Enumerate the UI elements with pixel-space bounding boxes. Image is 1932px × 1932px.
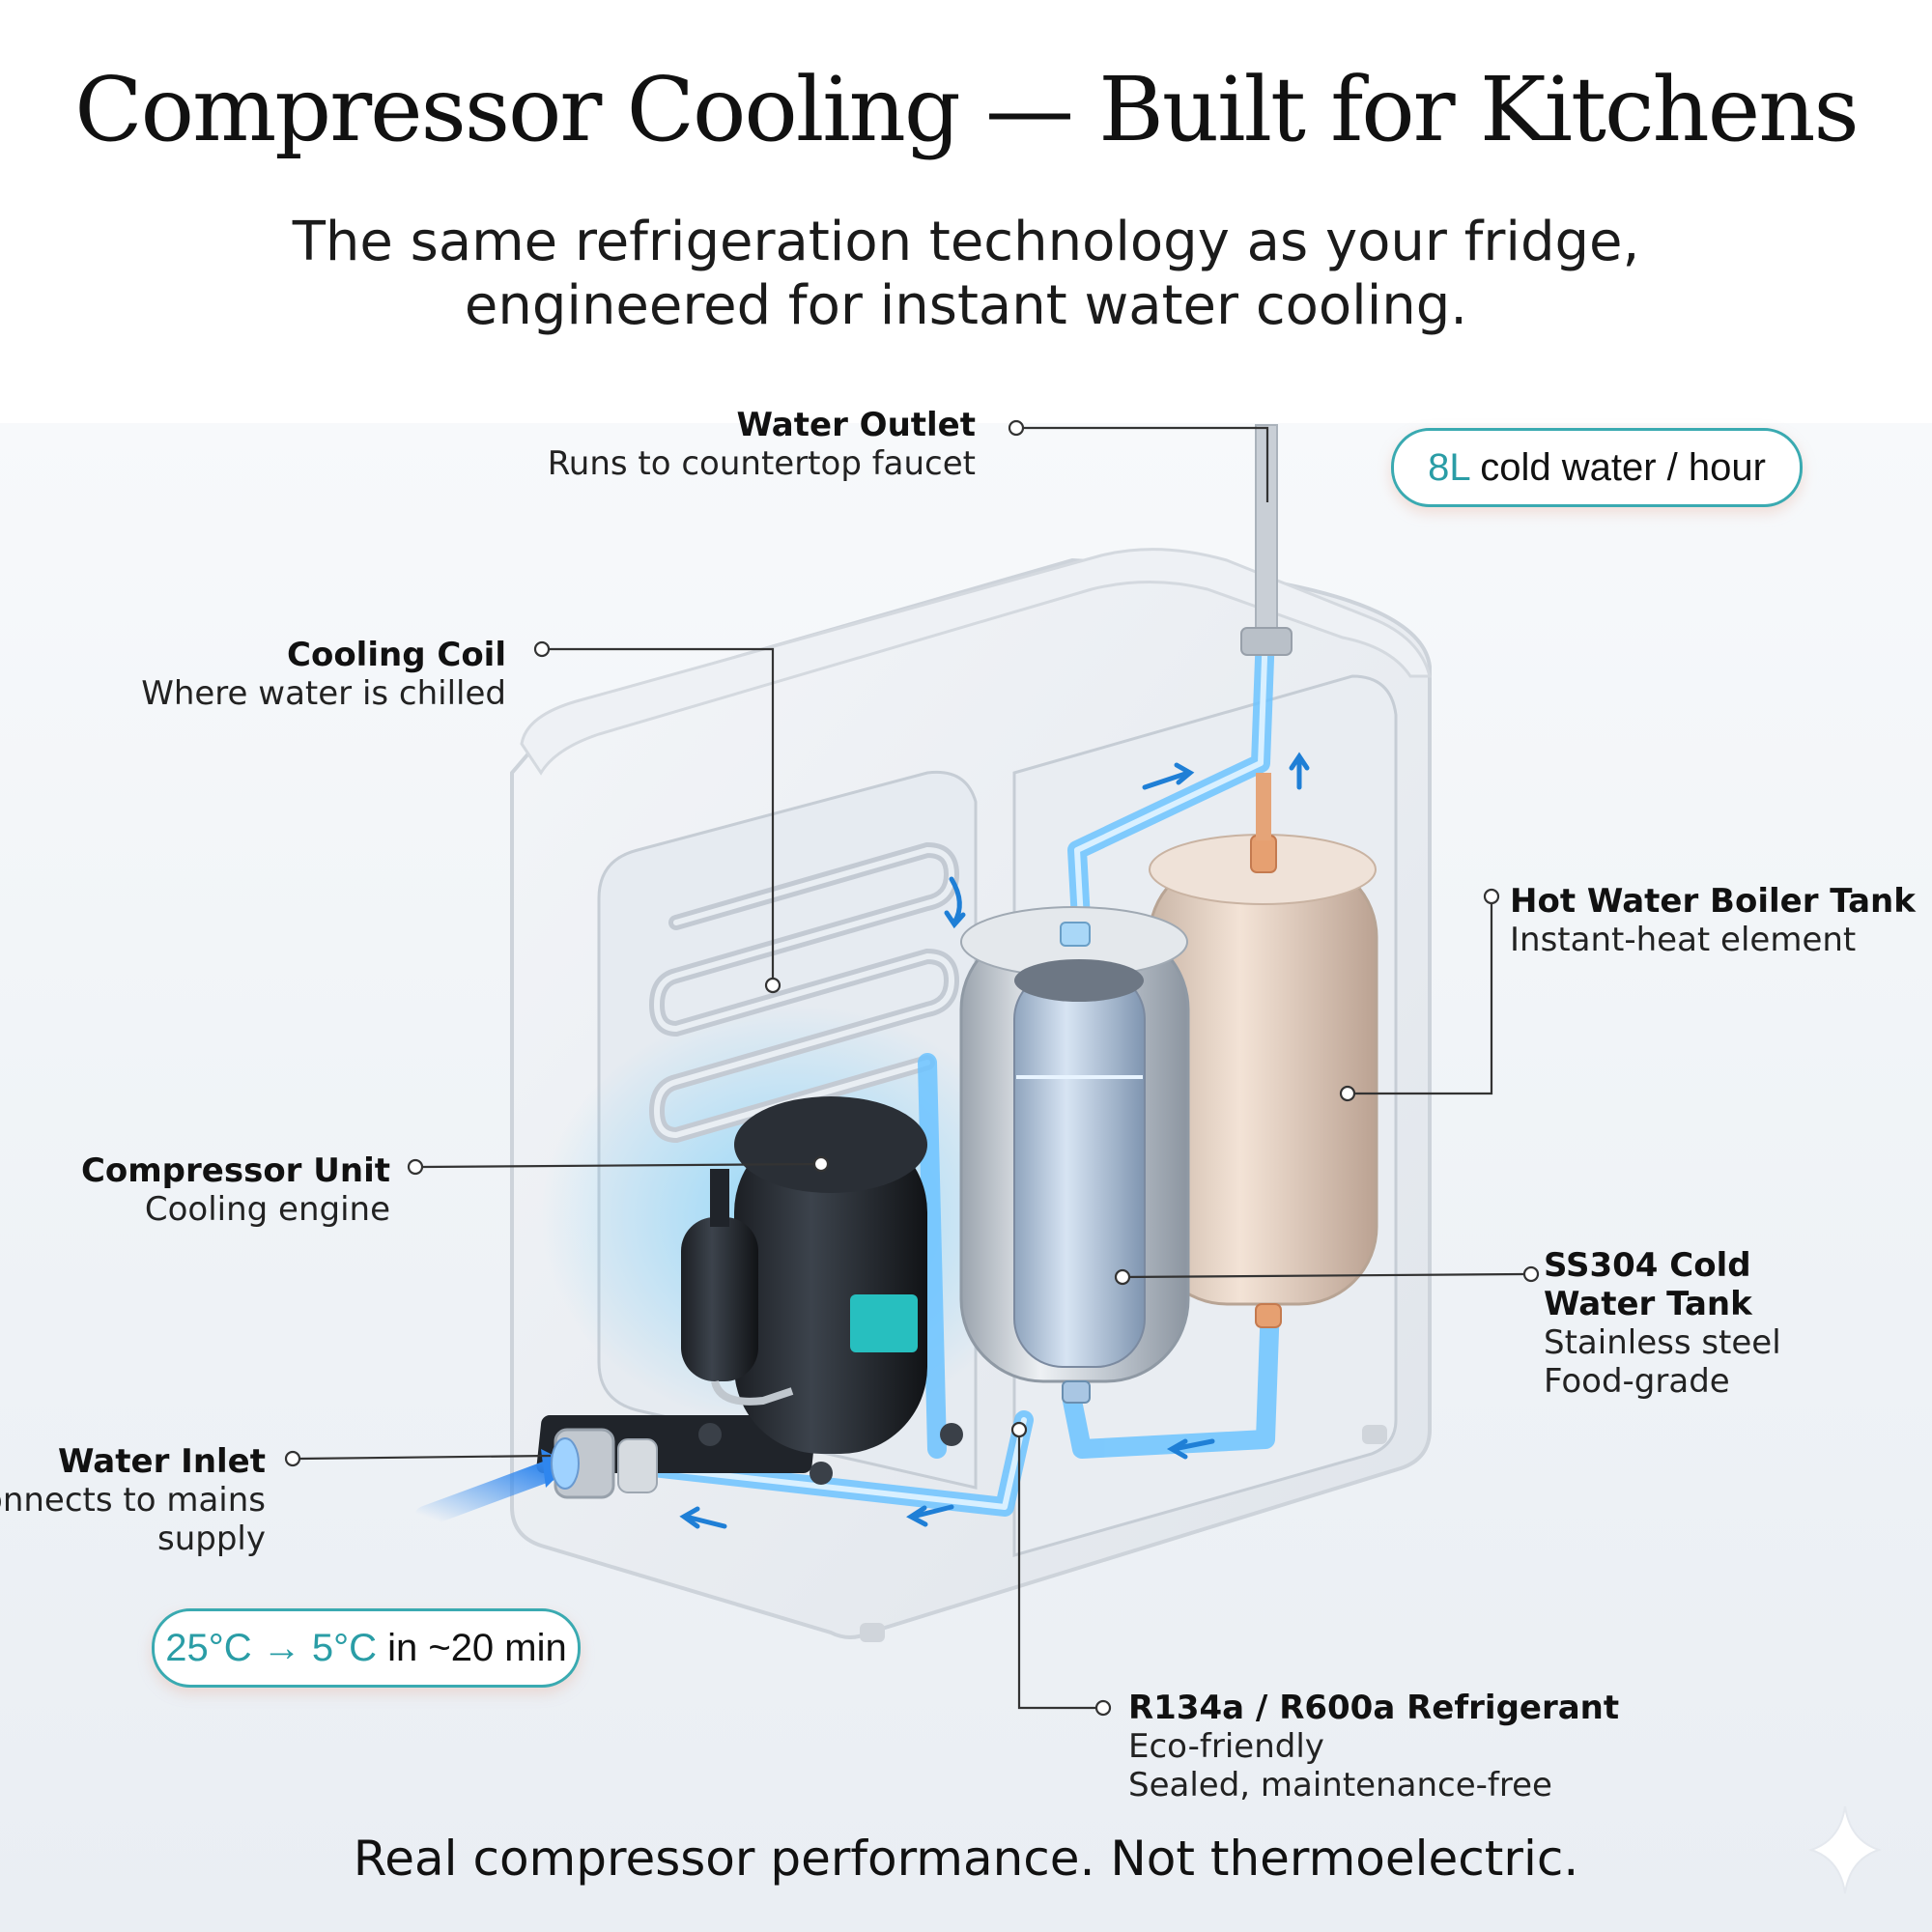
label-compressor-unit: Compressor Unit Cooling engine (81, 1151, 390, 1229)
cold-water-tank (959, 906, 1190, 1404)
cooling-coil-title: Cooling Coil (287, 636, 506, 674)
refrigerant-desc-2: Sealed, maintenance-free (1128, 1766, 1552, 1804)
cabinet-top (520, 548, 1432, 776)
compressor-unit-desc: Cooling engine (144, 1190, 390, 1229)
subtitle-line-1: The same refrigeration technology as you… (292, 211, 1640, 273)
cooling-time-value: 25°C → 5°C (165, 1627, 377, 1669)
cooling-time-badge: 25°C → 5°C in ~20 min (152, 1608, 581, 1688)
flow-rate-value: 8L (1428, 446, 1470, 489)
label-water-inlet: Water Inlet Connects to mains supply (0, 1442, 266, 1558)
label-cooling-coil: Cooling Coil Where water is chilled (141, 636, 506, 713)
water-outlet-desc: Runs to countertop faucet (547, 444, 976, 483)
footer-tagline: Real compressor performance. Not thermoe… (353, 1831, 1579, 1887)
refrigerant-desc-1: Eco-friendly (1128, 1727, 1324, 1766)
label-water-outlet: Water Outlet Runs to countertop faucet (548, 406, 976, 483)
label-cold-water-tank: SS304 Cold Water Tank Stainless steel Fo… (1544, 1246, 1781, 1401)
cold-tank-title-2: Water Tank (1544, 1285, 1752, 1323)
water-inlet-title: Water Inlet (58, 1442, 266, 1481)
leader-lines (298, 426, 1525, 1710)
hot-tank-desc: Instant-heat element (1510, 921, 1857, 959)
cooling-coil-desc: Where water is chilled (141, 674, 506, 713)
refrigerant-title: R134a / R600a Refrigerant (1128, 1689, 1620, 1727)
page-title: Compressor Cooling — Built for Kitchens (74, 58, 1859, 161)
hot-tank-title: Hot Water Boiler Tank (1510, 882, 1916, 921)
sparkle-icon (1807, 1805, 1883, 1894)
flow-rate-badge: 8L cold water / hour (1391, 428, 1803, 507)
cold-tank-title-1: SS304 Cold (1544, 1246, 1751, 1285)
water-outlet-title: Water Outlet (736, 406, 976, 444)
flow-rate-text: cold water / hour (1469, 446, 1766, 489)
water-inlet-desc-2: supply (157, 1520, 266, 1558)
label-hot-water-tank: Hot Water Boiler Tank Instant-heat eleme… (1510, 882, 1916, 959)
cold-tank-desc-2: Food-grade (1544, 1362, 1730, 1401)
cabinet-foot (1362, 1425, 1387, 1444)
leader-dots (284, 419, 1540, 1717)
inlet-fitting (414, 1428, 658, 1527)
outlet-fitting (1240, 627, 1293, 656)
cold-tank-desc-1: Stainless steel (1544, 1323, 1781, 1362)
label-refrigerant: R134a / R600a Refrigerant Eco-friendly S… (1128, 1689, 1619, 1804)
water-inlet-desc-1: Connects to mains (0, 1481, 266, 1520)
flow-arrows (679, 752, 1310, 1529)
cooling-time-text: in ~20 min (376, 1627, 567, 1669)
compressor-unit-title: Compressor Unit (80, 1151, 390, 1190)
hot-water-tank (1148, 773, 1378, 1328)
cabinet-foot (860, 1623, 885, 1642)
subtitle-line-2: engineered for instant water cooling. (464, 274, 1468, 337)
